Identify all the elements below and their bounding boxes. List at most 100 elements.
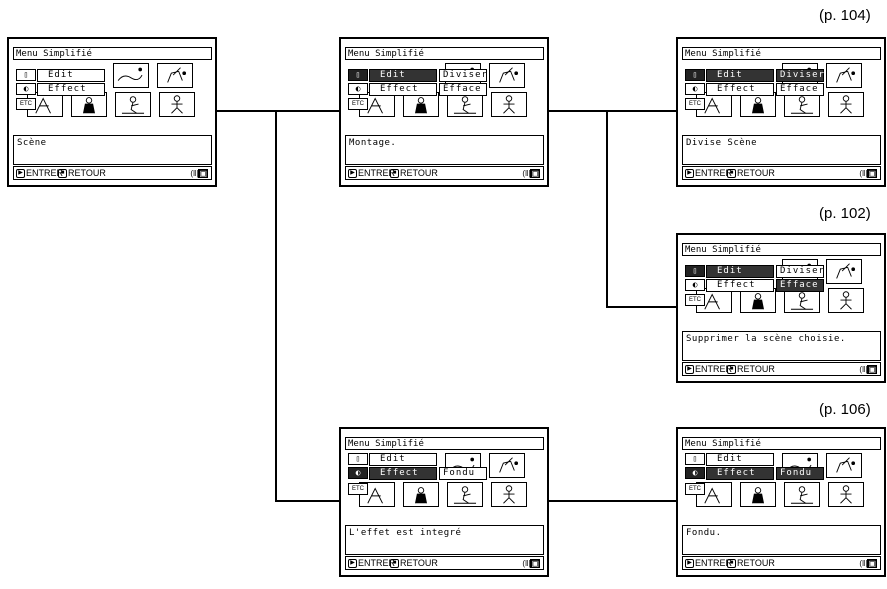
etc-icon: ETC bbox=[348, 98, 368, 110]
retour-button[interactable]: ■RETOUR bbox=[727, 363, 775, 375]
message-box: Montage. bbox=[345, 135, 544, 165]
submenu-option-2[interactable]: Fondu bbox=[439, 467, 487, 480]
disc-icon: ◐ bbox=[685, 83, 705, 95]
connector-p2-p4 bbox=[606, 111, 676, 308]
menu-option-edit[interactable]: Edit bbox=[706, 69, 774, 82]
menu-title: Menu Simplifié bbox=[345, 437, 544, 450]
retour-button[interactable]: ■RETOUR bbox=[390, 167, 438, 179]
battery-icon: (‖|▣ bbox=[190, 169, 208, 178]
submenu-option-2[interactable]: Fondu bbox=[776, 467, 824, 480]
stop-icon: ■ bbox=[390, 169, 399, 179]
enter-button[interactable]: ▶ENTRER bbox=[685, 167, 732, 179]
scene-thumbnail[interactable] bbox=[27, 92, 63, 117]
menu-option-edit[interactable]: Edit bbox=[369, 453, 437, 466]
battery-icon: (‖|▣ bbox=[859, 559, 877, 568]
message-box: L'effet est integré bbox=[345, 525, 544, 555]
menu-title: Menu Simplifié bbox=[345, 47, 544, 60]
etc-icon: ETC bbox=[348, 483, 368, 495]
retour-button[interactable]: ■RETOUR bbox=[390, 557, 438, 569]
retour-button[interactable]: ■RETOUR bbox=[727, 557, 775, 569]
scene-thumbnail[interactable] bbox=[784, 92, 820, 117]
scene-thumbnail[interactable] bbox=[113, 63, 149, 88]
menu-option-edit[interactable]: Edit bbox=[369, 69, 437, 82]
menu-option-effect[interactable]: Effect bbox=[369, 83, 437, 96]
scene-thumbnail[interactable] bbox=[740, 92, 776, 117]
submenu-option-1[interactable]: Diviser bbox=[439, 69, 487, 82]
tape-icon: ▯ bbox=[685, 265, 705, 277]
disc-icon: ◐ bbox=[16, 83, 36, 95]
control-bar: ▶ENTRER ■RETOUR (‖|▣ bbox=[345, 556, 544, 570]
stop-icon: ■ bbox=[727, 559, 736, 569]
control-bar: ▶ENTRER ■RETOUR (‖|▣ bbox=[682, 556, 881, 570]
scene-thumbnail[interactable] bbox=[826, 259, 862, 284]
menu-option-effect[interactable]: Effect bbox=[706, 83, 774, 96]
submenu-option-2[interactable]: Efface bbox=[439, 83, 487, 96]
message-box: Fondu. bbox=[682, 525, 881, 555]
scene-thumbnail[interactable] bbox=[696, 92, 732, 117]
menu-option-edit[interactable]: Edit bbox=[706, 453, 774, 466]
enter-button[interactable]: ▶ENTRER bbox=[348, 557, 395, 569]
retour-button[interactable]: ■RETOUR bbox=[58, 167, 106, 179]
scene-thumbnail[interactable] bbox=[491, 92, 527, 117]
control-bar: ▶ENTRER ■RETOUR (‖|▣ bbox=[13, 166, 212, 180]
scene-thumbnail[interactable] bbox=[159, 92, 195, 117]
submenu-option-1[interactable]: Diviser bbox=[776, 69, 824, 82]
scene-thumbnail[interactable] bbox=[491, 482, 527, 507]
scene-thumbnail[interactable] bbox=[784, 482, 820, 507]
page-ref-106: (p. 106) bbox=[819, 401, 871, 418]
menu-option-edit[interactable]: Edit bbox=[706, 265, 774, 278]
menu-panel-p3: Menu Simplifié ▯ ◐ ETC Edit Effect Divis… bbox=[676, 37, 886, 187]
scene-thumbnail[interactable] bbox=[447, 482, 483, 507]
scene-thumbnail[interactable] bbox=[784, 288, 820, 313]
play-icon: ▶ bbox=[16, 169, 25, 179]
message-box: Scène bbox=[13, 135, 212, 165]
menu-option-effect[interactable]: Effect bbox=[706, 279, 774, 292]
stop-icon: ■ bbox=[727, 365, 736, 375]
submenu-option-1[interactable]: Diviser bbox=[776, 265, 824, 278]
retour-button[interactable]: ■RETOUR bbox=[727, 167, 775, 179]
scene-thumbnail[interactable] bbox=[489, 63, 525, 88]
stop-icon: ■ bbox=[58, 169, 67, 179]
play-icon: ▶ bbox=[348, 169, 357, 179]
menu-option-edit[interactable]: Edit bbox=[37, 69, 105, 82]
etc-icon: ETC bbox=[685, 294, 705, 306]
menu-option-effect[interactable]: Effect bbox=[37, 83, 105, 96]
disc-icon: ◐ bbox=[685, 279, 705, 291]
scene-thumbnail[interactable] bbox=[489, 453, 525, 478]
scene-thumbnail[interactable] bbox=[157, 63, 193, 88]
submenu-option-2[interactable]: Efface bbox=[776, 83, 824, 96]
enter-button[interactable]: ▶ENTRER bbox=[16, 167, 63, 179]
scene-thumbnail[interactable] bbox=[71, 92, 107, 117]
menu-option-effect[interactable]: Effect bbox=[369, 467, 437, 480]
scene-thumbnail[interactable] bbox=[828, 288, 864, 313]
play-icon: ▶ bbox=[685, 559, 694, 569]
menu-option-effect[interactable]: Effect bbox=[706, 467, 774, 480]
scene-thumbnail[interactable] bbox=[115, 92, 151, 117]
enter-button[interactable]: ▶ENTRER bbox=[685, 363, 732, 375]
stop-icon: ■ bbox=[390, 559, 399, 569]
menu-title: Menu Simplifié bbox=[682, 47, 881, 60]
menu-panel-p6: Menu Simplifié ▯ ◐ ETC Edit Effect Fondu… bbox=[676, 427, 886, 577]
scene-thumbnail[interactable] bbox=[828, 482, 864, 507]
tape-icon: ▯ bbox=[348, 453, 368, 465]
tape-icon: ▯ bbox=[16, 69, 36, 81]
play-icon: ▶ bbox=[348, 559, 357, 569]
enter-button[interactable]: ▶ENTRER bbox=[348, 167, 395, 179]
scene-thumbnail[interactable] bbox=[740, 288, 776, 313]
disc-icon: ◐ bbox=[348, 467, 368, 479]
scene-thumbnail[interactable] bbox=[826, 63, 862, 88]
etc-icon: ETC bbox=[16, 98, 36, 110]
submenu-option-2[interactable]: Efface bbox=[776, 279, 824, 292]
scene-thumbnail[interactable] bbox=[403, 482, 439, 507]
battery-icon: (‖|▣ bbox=[859, 169, 877, 178]
scene-thumbnail[interactable] bbox=[740, 482, 776, 507]
enter-button[interactable]: ▶ENTRER bbox=[685, 557, 732, 569]
disc-icon: ◐ bbox=[685, 467, 705, 479]
scene-thumbnail[interactable] bbox=[826, 453, 862, 478]
battery-icon: (‖|▣ bbox=[522, 559, 540, 568]
page-ref-102: (p. 102) bbox=[819, 205, 871, 222]
play-icon: ▶ bbox=[685, 169, 694, 179]
scene-thumbnail[interactable] bbox=[828, 92, 864, 117]
menu-panel-p5: Menu Simplifié ▯ ◐ ETC Edit Effect Fondu… bbox=[339, 427, 549, 577]
battery-icon: (‖|▣ bbox=[859, 365, 877, 374]
